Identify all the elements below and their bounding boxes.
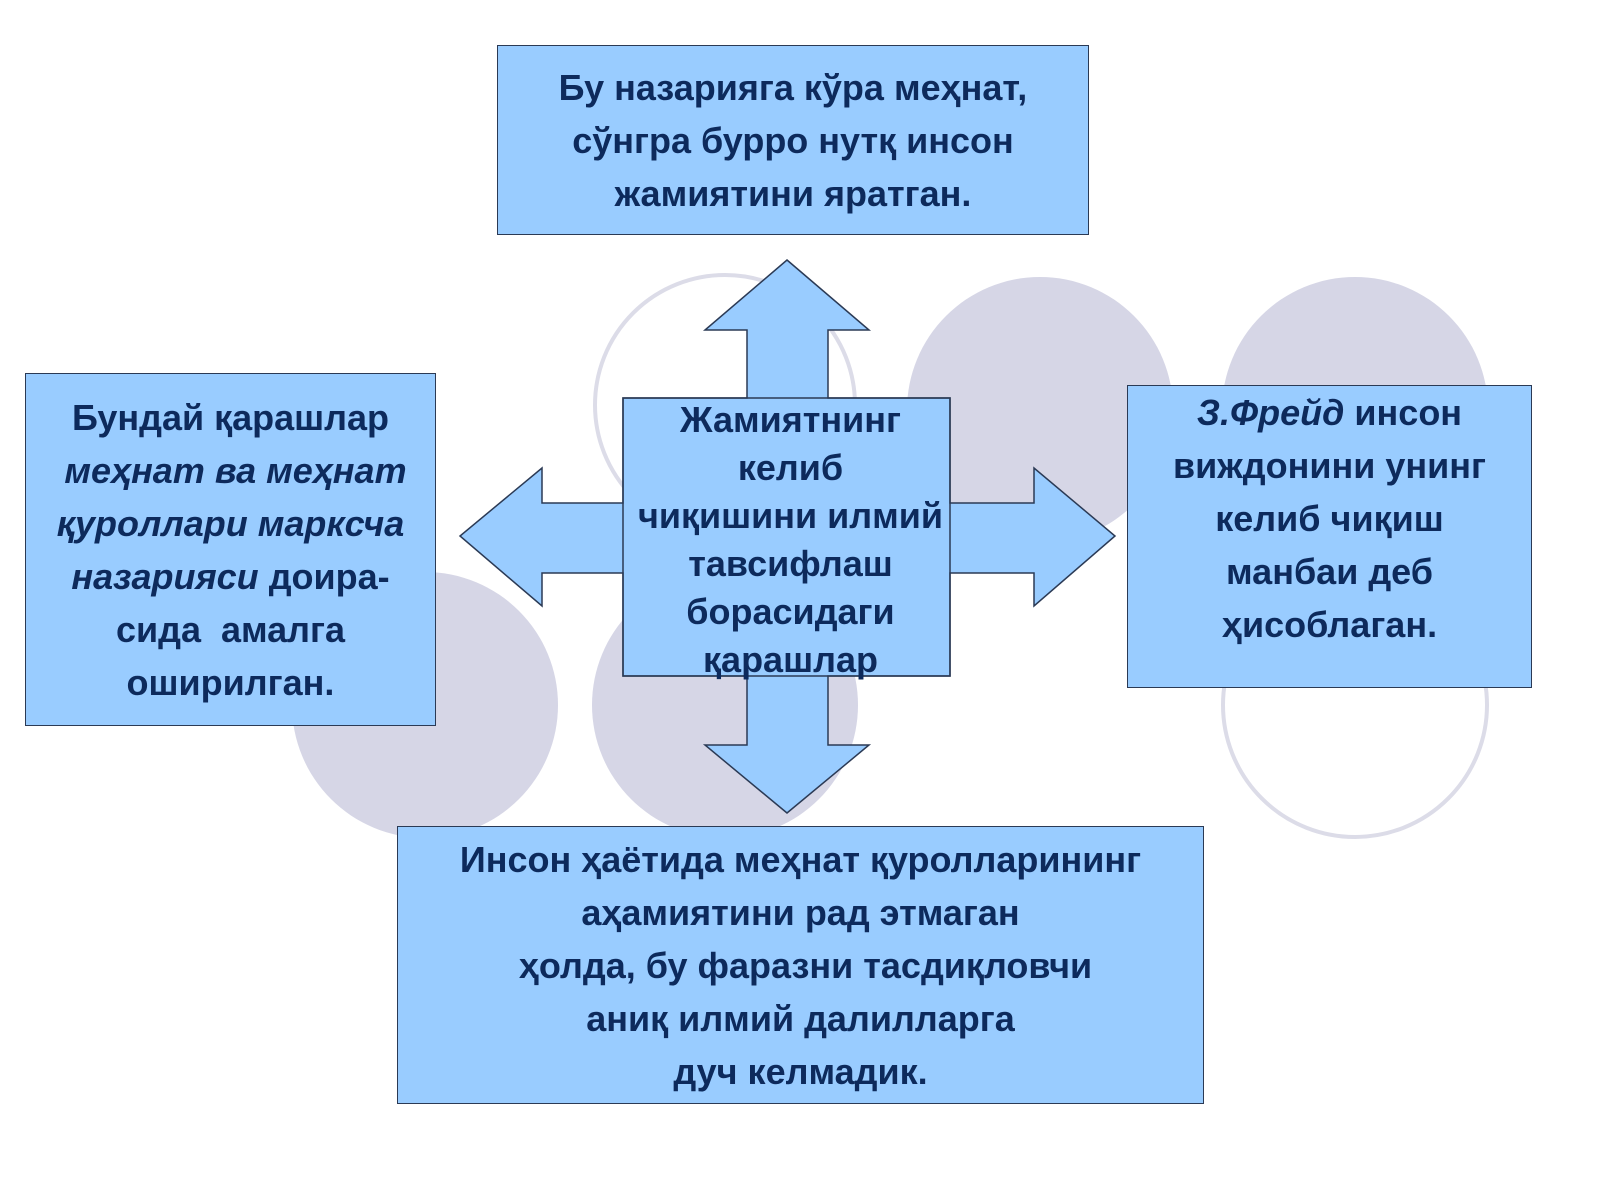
center-line: келиб [737,447,844,488]
center-line: Жамиятнинг [679,399,901,440]
right-line-mixed: З.Фрейд инсон [1128,386,1531,439]
freud-name: З.Фрейд [1196,392,1345,433]
top-line: жамиятини яратган. [614,172,972,214]
center-concept-text: Жамиятнинг келиб чиқишини илмий тавсифла… [618,396,963,681]
right-line: манбаи деб [1226,551,1433,592]
top-line: Бу назарияга кўра меҳнат, [558,66,1028,108]
left-line-italic: меҳнат ва меҳнат [54,449,407,491]
top-theory-box: Бу назарияга кўра меҳнат, сўнгра бурро н… [497,45,1089,235]
left-line: оширилган. [126,661,335,703]
decor-circle-right-top [907,277,1173,543]
bottom-line: Инсон ҳаётида меҳнат қуролларининг [459,838,1142,880]
left-line-rest: доира- [258,555,390,597]
right-freud-box: З.Фрейд инсон виждонини унинг келиб чиқи… [1127,385,1532,688]
left-line-italic: қуроллари марксча [56,502,405,544]
left-line: сида амалга [115,608,346,650]
bottom-line: аҳамиятини рад этмаган [581,891,1020,933]
top-line: сўнгра бурро нутқ инсон [572,119,1014,161]
right-line-rest: инсон [1344,392,1463,433]
center-line: қарашлар [703,639,878,680]
right-line: келиб чиқиш [1215,498,1444,539]
right-line: виждонини унинг [1172,445,1486,486]
bottom-line: ҳолда, бу фаразни тасдиқловчи [508,944,1093,986]
left-line: Бундай қарашлар [71,396,390,438]
bottom-line: аниқ илмий далилларга [586,997,1015,1039]
bottom-evidence-box: Инсон ҳаётида меҳнат қуролларининг аҳами… [397,826,1204,1104]
center-box-outline [622,397,951,677]
bottom-line: дуч келмадик. [673,1050,928,1092]
right-line: ҳисоблаган. [1221,604,1438,645]
center-line: борасидаги [686,591,895,632]
left-marxist-box: Бундай қарашлар меҳнат ва меҳнат қуролла… [25,373,436,726]
left-line-mixed: назарияси доира- [26,550,435,603]
left-italic-term: назарияси [71,555,259,597]
center-line: тавсифлаш [688,543,893,584]
center-line: чиқишини илмий [637,495,944,536]
